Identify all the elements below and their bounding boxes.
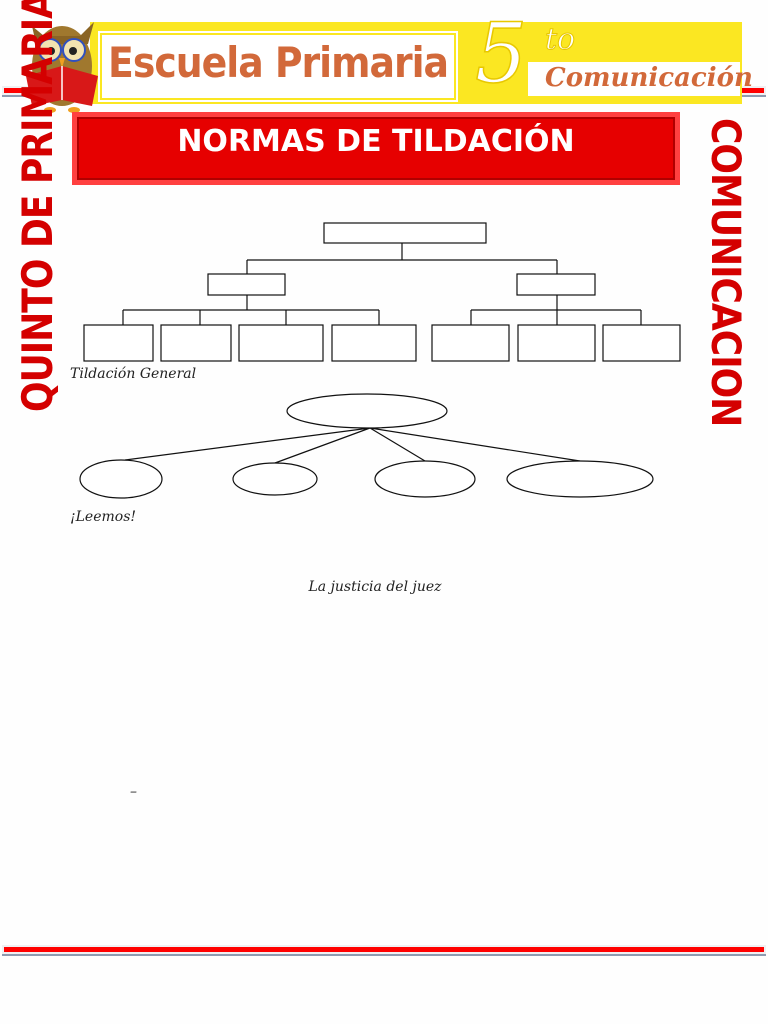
subject-box (528, 62, 740, 96)
tree-leaf-box[interactable] (431, 324, 510, 362)
tree-leaf-box[interactable] (331, 324, 417, 362)
reading-title: La justicia del juez (308, 579, 442, 595)
ellipse-root[interactable] (286, 393, 448, 429)
school-name: Escuela Primaria (108, 38, 449, 87)
tree-diagram (83, 222, 681, 362)
tree-connector (246, 243, 558, 274)
tree-leaf-box[interactable] (160, 324, 232, 362)
ellipse-node[interactable] (374, 460, 476, 498)
tree-connector (122, 295, 642, 325)
label-general: Tildación General (70, 366, 197, 382)
tree-root-box[interactable] (323, 222, 487, 244)
tree-leaf-box[interactable] (83, 324, 154, 362)
grade-suffix: to (544, 22, 576, 58)
tree-leaf-box[interactable] (602, 324, 681, 362)
label-read: ¡Leemos! (70, 509, 137, 525)
grade-number: 5 (474, 7, 528, 102)
ellipse-node[interactable] (506, 460, 654, 498)
owl-reading-icon (26, 22, 98, 113)
ellipse-node[interactable] (232, 462, 318, 496)
bottom-red-rule (2, 945, 766, 954)
ellipse-diagram (79, 393, 654, 499)
title-banner: NORMAS DE TILDACIÓN (72, 112, 680, 185)
tree-branch-box[interactable] (207, 273, 286, 296)
school-box (98, 31, 458, 102)
subject-name: Comunicación (545, 63, 753, 93)
ellipse-node[interactable] (79, 459, 163, 499)
tree-branch-box[interactable] (516, 273, 596, 296)
ellipse-connector (124, 427, 581, 464)
dash-mark: – (130, 784, 137, 800)
page-title: NORMAS DE TILDACIÓN (177, 124, 575, 159)
tree-leaf-box[interactable] (517, 324, 596, 362)
tree-leaf-box[interactable] (238, 324, 324, 362)
